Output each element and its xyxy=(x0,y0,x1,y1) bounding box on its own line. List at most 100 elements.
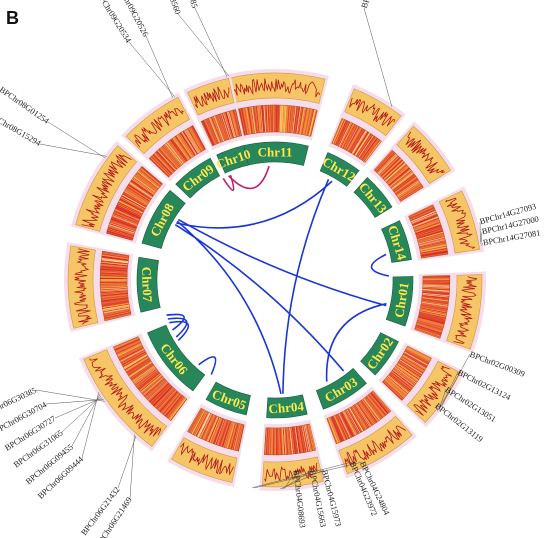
heatmap-cell xyxy=(138,372,160,391)
heatmap-cell xyxy=(393,175,417,193)
heatmap-tick xyxy=(184,130,199,154)
heatmap-cell xyxy=(206,118,218,144)
heatmap-cell xyxy=(350,406,366,431)
heatmap-cell xyxy=(370,392,389,414)
heatmap-cell xyxy=(421,298,449,303)
heatmap-cell xyxy=(231,423,239,450)
heatmap-cell xyxy=(208,117,220,144)
heatmap-cell xyxy=(182,130,198,155)
heatmap-cell xyxy=(210,417,221,443)
heatmap-tick xyxy=(352,130,367,154)
heatmap-cell xyxy=(152,154,172,175)
heatmap-cell xyxy=(299,107,305,135)
gene-leader-line xyxy=(441,353,471,407)
heatmap-cell xyxy=(175,135,192,159)
heatmap-cell xyxy=(302,108,309,135)
heatmap-cell xyxy=(417,231,444,240)
chromosome-chr13: Chr13 xyxy=(353,121,456,218)
heatmap-cell xyxy=(100,283,128,285)
heatmap-tick xyxy=(422,294,450,298)
heatmap-cell xyxy=(362,138,380,162)
heatmap-cell xyxy=(179,133,195,157)
heatmap-cell xyxy=(287,105,291,133)
heatmap-cell xyxy=(103,311,131,318)
heatmap-cell xyxy=(417,233,445,242)
chromosome-chr09: Chr09 xyxy=(121,92,221,199)
heatmap-tick xyxy=(223,112,232,139)
heatmap-cell xyxy=(375,151,395,172)
heatmap-cell xyxy=(242,107,249,135)
heatmap-cell xyxy=(414,223,441,233)
heatmap-cell xyxy=(422,291,450,295)
heatmap-cell xyxy=(353,404,370,429)
heatmap-cell xyxy=(240,108,247,135)
synteny-link xyxy=(222,174,235,192)
heatmap-cell xyxy=(301,107,308,135)
heatmap-cell xyxy=(420,307,447,314)
heatmap-cell xyxy=(124,356,149,371)
heatmap-cell xyxy=(101,297,129,302)
heatmap-cell xyxy=(162,393,181,416)
gene-density-line xyxy=(134,108,184,148)
heatmap-cell xyxy=(143,377,165,397)
heatmap-cell xyxy=(133,175,157,193)
heatmap-cell xyxy=(420,306,448,313)
heatmap-cell xyxy=(117,345,143,359)
heatmap-cell xyxy=(149,383,170,403)
heatmap-cell xyxy=(163,144,181,167)
heatmap-cell xyxy=(396,363,420,380)
gene-leader-line xyxy=(71,394,101,447)
heatmap-cell xyxy=(414,328,441,338)
heatmap-cell xyxy=(399,360,423,376)
heatmap-cell xyxy=(391,172,414,190)
heatmap-cell xyxy=(421,300,449,306)
heatmap-cell xyxy=(394,177,418,194)
heatmap-cell xyxy=(420,246,447,253)
heatmap-cell xyxy=(305,424,313,452)
heatmap-cell xyxy=(138,373,161,391)
heatmap-tick xyxy=(120,348,145,362)
heatmap-cell xyxy=(140,374,162,393)
heatmap-cell xyxy=(229,110,238,138)
heatmap-cell xyxy=(398,361,422,377)
heatmap-cell xyxy=(362,398,380,421)
heatmap-cell xyxy=(100,266,128,270)
heatmap-tick xyxy=(198,412,211,438)
heatmap-cell xyxy=(225,111,234,139)
heatmap-cell xyxy=(151,155,171,176)
heatmap-cell xyxy=(277,105,279,133)
heatmap-cell xyxy=(109,221,136,232)
heatmap-cell xyxy=(395,177,418,195)
heatmap-cell xyxy=(416,322,443,332)
gene-density-line xyxy=(74,248,92,325)
heatmap-cell xyxy=(339,413,352,438)
heatmap-cell xyxy=(169,139,187,162)
heatmap-cell xyxy=(359,401,376,424)
heatmap-cell xyxy=(420,251,448,257)
heatmap-cell xyxy=(416,228,443,237)
heatmap-cell xyxy=(368,394,386,417)
heatmap-cell xyxy=(339,412,353,438)
heatmap-cell xyxy=(390,371,413,390)
heatmap-cell xyxy=(419,242,447,249)
heatmap-cell xyxy=(280,427,282,455)
heatmap-cell xyxy=(114,209,140,221)
heatmap-cell xyxy=(163,394,182,416)
gene-leader-line xyxy=(252,461,353,488)
heatmap-cell xyxy=(173,136,190,160)
heatmap-cell xyxy=(292,426,298,454)
heatmap-cell xyxy=(300,425,307,453)
gene-leader-line xyxy=(480,242,484,246)
heatmap-cell xyxy=(346,409,360,434)
heatmap-cell xyxy=(150,384,171,404)
heatmap-tick xyxy=(422,289,450,292)
heatmap-cell xyxy=(420,250,448,256)
heatmap-cell xyxy=(205,415,218,442)
heatmap-cell xyxy=(418,317,445,325)
heatmap-cell xyxy=(419,309,447,316)
heatmap-cell xyxy=(393,175,416,193)
heatmap-cell xyxy=(123,354,148,369)
heatmap-cell xyxy=(226,422,235,449)
chromosome-ideogram xyxy=(353,177,393,218)
heatmap-cell xyxy=(168,140,186,163)
